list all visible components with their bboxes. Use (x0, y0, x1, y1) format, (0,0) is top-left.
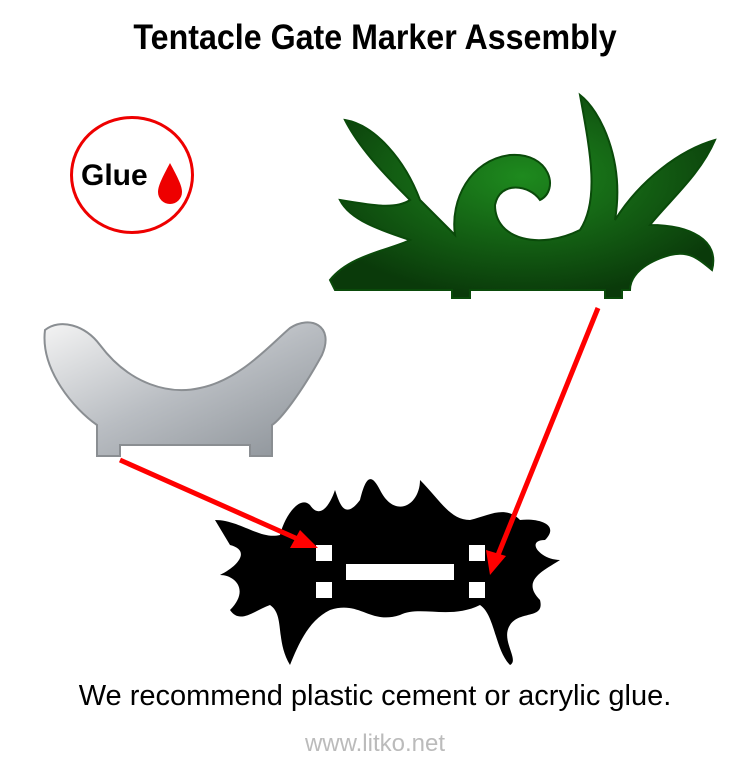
glue-label: Glue (81, 159, 148, 192)
tentacle-piece (328, 92, 717, 299)
glue-recommendation: We recommend plastic cement or acrylic g… (78, 680, 672, 712)
glue-badge: Glue (70, 116, 194, 234)
page-title: Tentacle Gate Marker Assembly (133, 18, 617, 57)
base-support-piece (43, 321, 327, 457)
glue-drop-icon (158, 163, 182, 204)
website-link[interactable]: www.litko.net (304, 730, 446, 757)
arrow-tentacle-to-slot (486, 307, 601, 575)
arrow-base-to-slot (118, 457, 318, 548)
